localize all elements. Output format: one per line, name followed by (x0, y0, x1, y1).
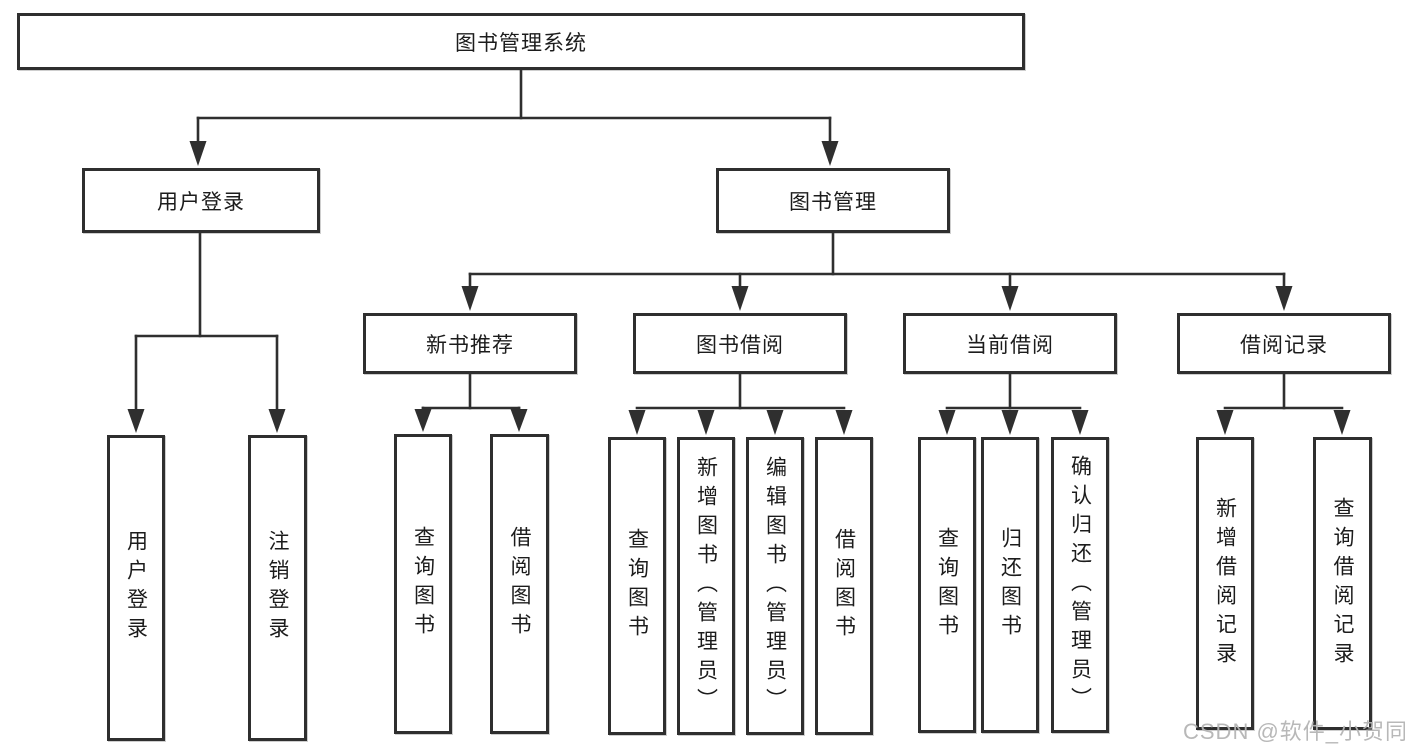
node-label: 用户登录 (157, 190, 245, 214)
leaf-query-books-borrow: 查询图书 (608, 437, 666, 735)
node-label: 当前借阅 (966, 333, 1054, 357)
leaf-return-book: 归还图书 (981, 437, 1039, 733)
leaf-query-borrow-record: 查询借阅记录 (1313, 437, 1372, 730)
node-user-login: 用户登录 (82, 168, 320, 233)
leaf-label: 新增图书（管理员） (694, 455, 718, 717)
leaf-label: 归还图书 (998, 527, 1022, 643)
node-new-book-recommend: 新书推荐 (363, 313, 577, 374)
leaf-label: 查询图书 (935, 527, 959, 643)
leaf-query-books-recommend: 查询图书 (394, 434, 452, 734)
leaf-label: 确认归还（管理员） (1068, 454, 1092, 716)
node-label: 图书借阅 (696, 333, 784, 357)
leaf-borrow-books-recommend: 借阅图书 (490, 434, 549, 734)
node-book-management: 图书管理 (716, 168, 950, 233)
leaf-label: 查询图书 (625, 528, 649, 644)
node-borrow-records: 借阅记录 (1177, 313, 1391, 374)
leaf-add-book-admin: 新增图书（管理员） (677, 437, 735, 735)
leaf-label: 编辑图书（管理员） (763, 455, 787, 717)
leaf-confirm-return-admin: 确认归还（管理员） (1051, 437, 1109, 733)
node-root-system: 图书管理系统 (17, 13, 1025, 70)
leaf-user-login: 用户登录 (107, 435, 165, 741)
node-current-borrow: 当前借阅 (903, 313, 1117, 374)
node-label: 新书推荐 (426, 333, 514, 357)
leaf-label: 借阅图书 (832, 528, 856, 644)
node-book-borrow: 图书借阅 (633, 313, 847, 374)
node-label: 图书管理系统 (455, 31, 587, 55)
leaf-label: 查询借阅记录 (1331, 496, 1354, 671)
arrowheads (127, 141, 1351, 435)
tree-edges (134, 68, 1344, 412)
leaf-query-books-current: 查询图书 (918, 437, 976, 733)
leaf-label: 注销登录 (266, 530, 289, 646)
leaf-label: 借阅图书 (508, 526, 531, 642)
leaf-borrow-books: 借阅图书 (815, 437, 873, 735)
node-label: 图书管理 (789, 190, 877, 214)
leaf-label: 用户登录 (124, 530, 148, 646)
leaf-edit-book-admin: 编辑图书（管理员） (746, 437, 804, 735)
leaf-add-borrow-record: 新增借阅记录 (1196, 437, 1254, 730)
leaf-label: 查询图书 (411, 526, 435, 642)
watermark: CSDN @软件_小贺同学 (1183, 719, 1405, 744)
node-label: 借阅记录 (1240, 333, 1328, 357)
leaf-logout: 注销登录 (248, 435, 307, 741)
leaf-label: 新增借阅记录 (1213, 496, 1237, 671)
